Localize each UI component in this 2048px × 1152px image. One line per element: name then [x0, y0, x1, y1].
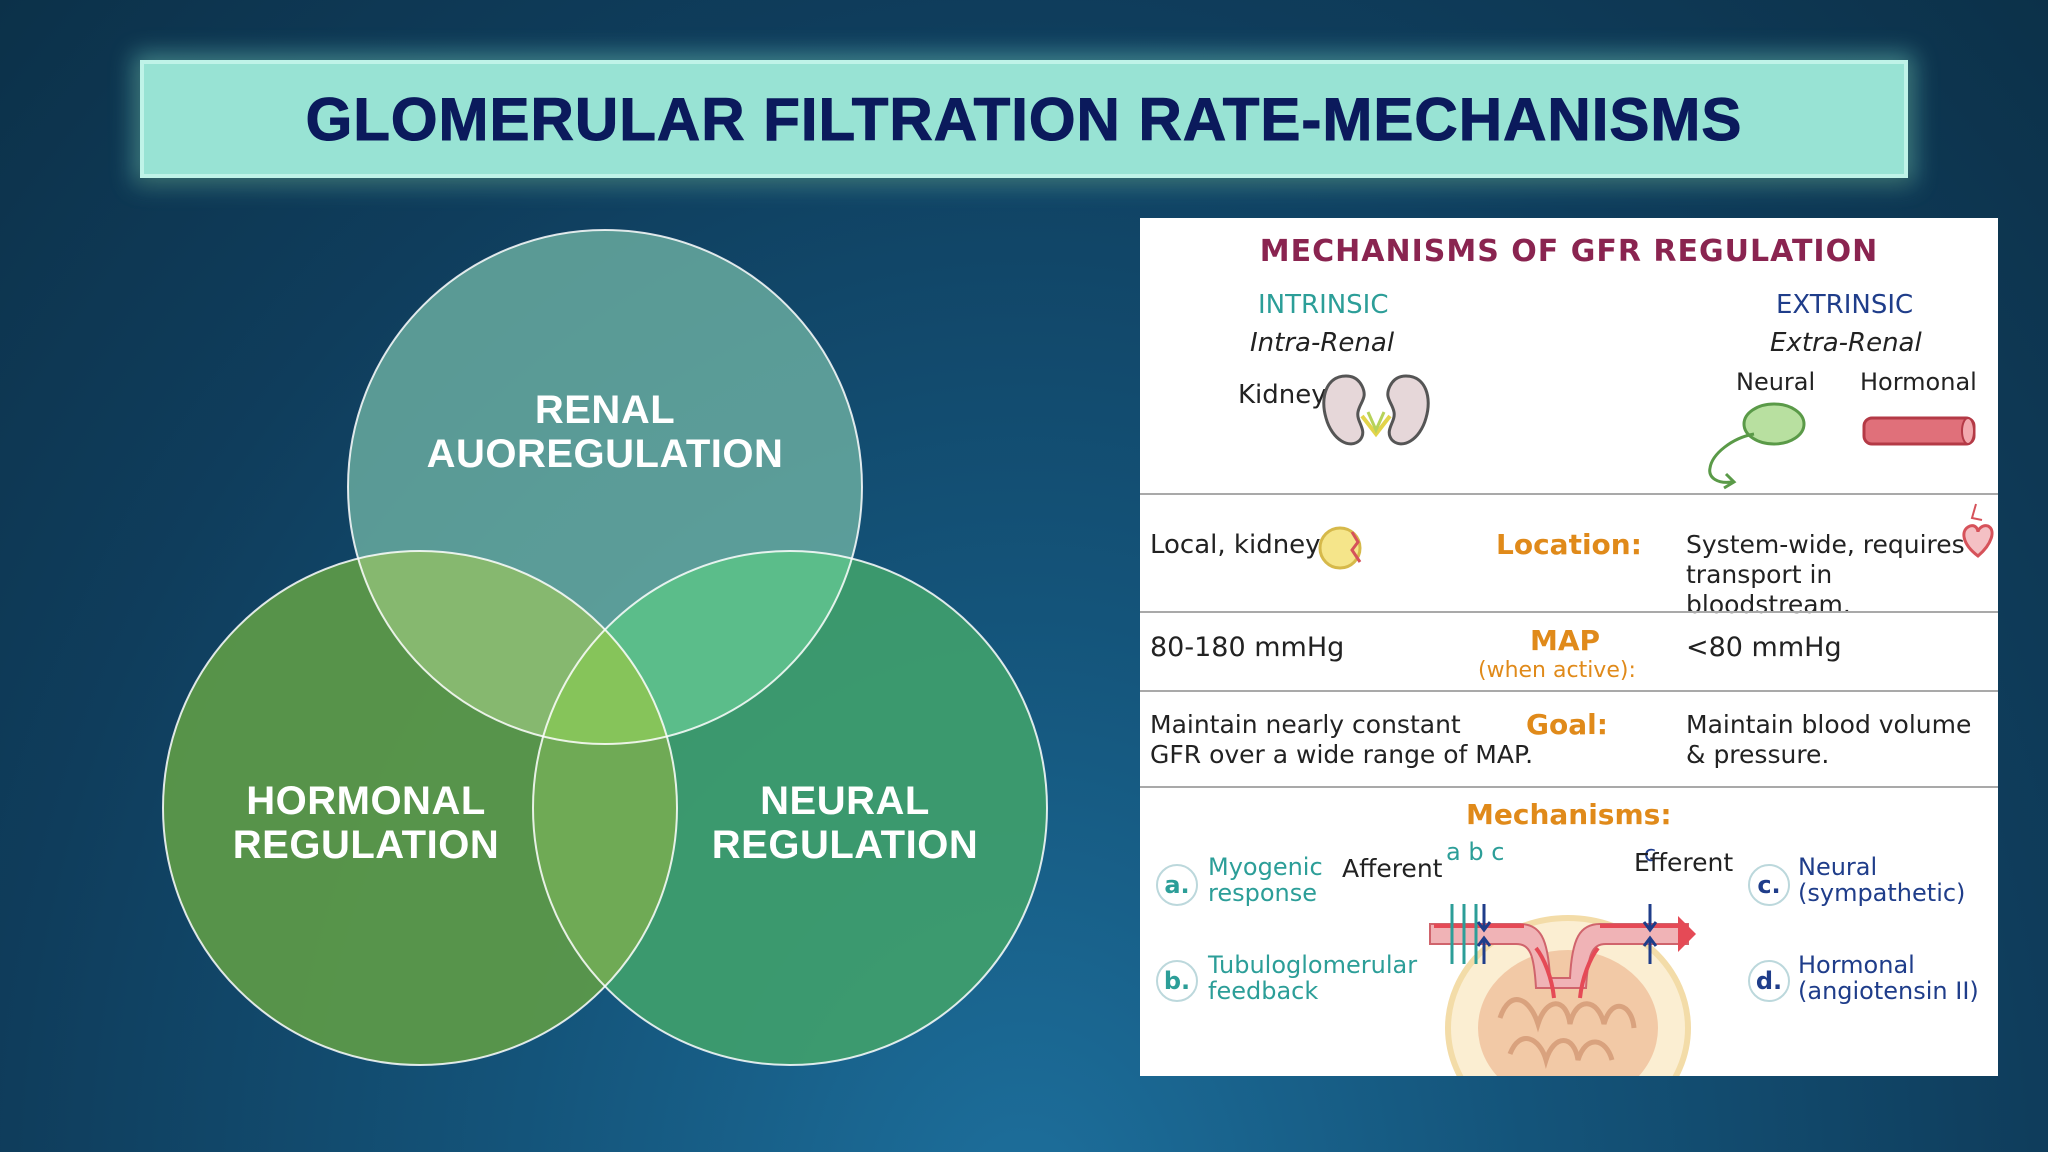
mechanism-b-text: Tubuloglomerular feedback: [1208, 952, 1417, 1004]
venn-diagram: [162, 229, 1048, 1066]
venn-label-left-line2: REGULATION: [232, 823, 500, 867]
mechanism-c-line1: Neural: [1798, 853, 1878, 881]
map-label: MAP: [1530, 624, 1601, 657]
glomerulus-illustration: [1429, 904, 1696, 1076]
extrinsic-heading: EXTRINSIC: [1776, 290, 1914, 320]
location-right-line2: transport in bloodstream.: [1686, 560, 1851, 619]
mechanism-d-line1: Hormonal: [1798, 951, 1915, 979]
mechanism-b-line2: feedback: [1208, 977, 1319, 1005]
goal-left: Maintain nearly constant GFR over a wide…: [1150, 710, 1533, 770]
local-kidney-icon: [1318, 526, 1362, 570]
goal-label: Goal:: [1526, 708, 1608, 741]
neural-icon: [1708, 402, 1806, 490]
heart-icon: [1962, 503, 1994, 558]
goal-left-line2: GFR over a wide range of MAP.: [1150, 740, 1534, 769]
venn-label-right-line2: REGULATION: [711, 823, 979, 867]
venn-label-right-line1: NEURAL: [760, 779, 930, 823]
mechanism-b-badge: b.: [1156, 960, 1198, 1002]
venn-overlap-top-left: [348, 551, 677, 744]
kidney-icon: [1322, 374, 1430, 446]
mechanism-b-line1: Tubuloglomerular: [1208, 951, 1418, 979]
divider-2: [1140, 611, 1998, 613]
map-right: <80 mmHg: [1686, 632, 1842, 663]
map-sublabel: (when active):: [1478, 658, 1636, 683]
mechanism-c-text: Neural (sympathetic): [1798, 854, 1965, 906]
mechanism-a-text: Myogenic response: [1208, 854, 1323, 906]
goal-right: Maintain blood volume & pressure.: [1686, 710, 1971, 770]
mechanism-d-text: Hormonal (angiotensin II): [1798, 952, 1979, 1004]
intrinsic-heading: INTRINSIC: [1258, 290, 1389, 320]
venn-overlap-top-right: [533, 551, 862, 744]
location-right: System-wide, requires transport in blood…: [1686, 530, 1998, 620]
goal-right-line1: Maintain blood volume: [1686, 710, 1972, 739]
map-left: 80-180 mmHg: [1150, 632, 1345, 663]
venn-label-left: HORMONAL REGULATION: [166, 779, 566, 867]
venn-label-top: RENAL AUOREGULATION: [405, 388, 805, 476]
title-banner: GLOMERULAR FILTRATION RATE-MECHANISMS: [140, 60, 1908, 178]
location-left: Local, kidney: [1150, 530, 1321, 560]
extrinsic-sub: Extra-Renal: [1770, 328, 1922, 358]
c-label: c: [1644, 842, 1657, 867]
mechanism-d-line2: (angiotensin II): [1798, 977, 1979, 1005]
neural-label: Neural: [1736, 368, 1816, 396]
venn-label-right: NEURAL REGULATION: [645, 779, 1045, 867]
blood-vessel-icon: [1862, 416, 1976, 446]
hormonal-label: Hormonal: [1860, 368, 1977, 396]
mechanism-c-badge: c.: [1748, 864, 1790, 906]
efferent-label: Efferent: [1634, 848, 1734, 877]
mechanism-c-line2: (sympathetic): [1798, 879, 1966, 907]
intrinsic-sub: Intra-Renal: [1250, 328, 1395, 358]
location-label: Location:: [1496, 528, 1642, 561]
mechanism-a-badge: a.: [1156, 864, 1198, 906]
slide-title: GLOMERULAR FILTRATION RATE-MECHANISMS: [305, 85, 1743, 153]
abc-label: a b c: [1446, 838, 1505, 866]
divider-4: [1140, 786, 1998, 788]
mechanism-a-line1: Myogenic: [1208, 853, 1323, 881]
mechanism-d-badge: d.: [1748, 960, 1790, 1002]
divider-1: [1140, 493, 1998, 495]
goal-left-line1: Maintain nearly constant: [1150, 710, 1461, 739]
mechanism-a-line2: response: [1208, 879, 1318, 907]
divider-3: [1140, 690, 1998, 692]
venn-label-top-line2: AUOREGULATION: [426, 432, 784, 476]
gfr-regulation-panel: MECHANISMS OF GFR REGULATION INTRINSIC I…: [1140, 218, 1998, 1076]
panel-title: MECHANISMS OF GFR REGULATION: [1259, 234, 1879, 269]
afferent-label: Afferent: [1342, 854, 1443, 883]
kidney-label: Kidney: [1238, 380, 1327, 410]
goal-right-line2: & pressure.: [1686, 740, 1830, 769]
venn-label-left-line1: HORMONAL: [246, 779, 486, 823]
mechanisms-label: Mechanisms:: [1466, 798, 1672, 831]
venn-label-top-line1: RENAL: [534, 388, 676, 432]
location-right-line1: System-wide, requires: [1686, 530, 1965, 559]
